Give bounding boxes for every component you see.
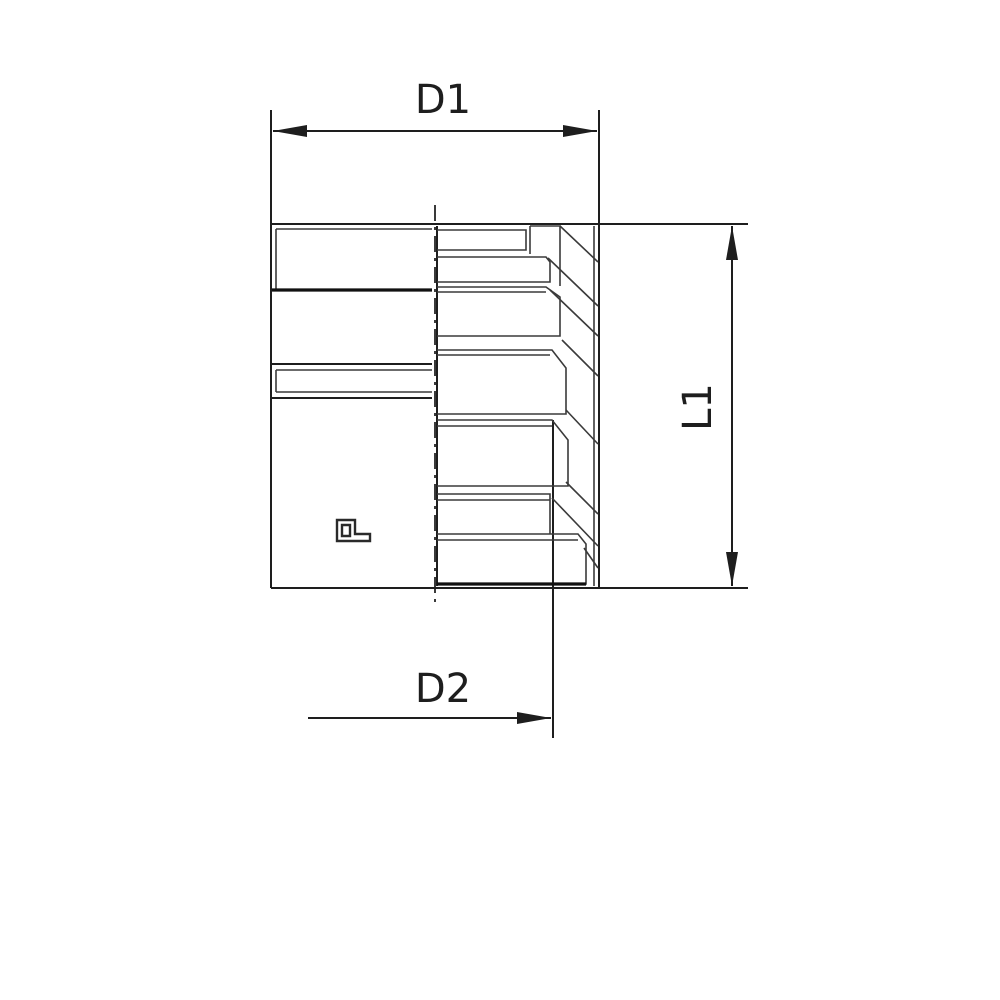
l1-arrow-top [726,226,738,260]
d2-label: D2 [415,666,471,712]
manufacturer-logo [335,518,372,543]
tooth-1 [437,229,527,251]
d1-arrow-right [563,125,597,137]
l1-arrow-bottom [726,552,738,586]
d1-label: D1 [415,77,471,123]
exterior-view [271,228,432,543]
dimension-l1: L1 [599,223,748,589]
hatch-line [565,409,599,445]
hatch-line [549,289,599,337]
section-hatching [547,225,599,569]
bottom-lip [437,533,587,585]
hatch-line [565,481,599,515]
tooth-3 [437,286,561,337]
tooth-4 [437,349,567,415]
shell-top-inner [530,225,561,286]
hatch-line [551,497,599,547]
dimension-d1: D1 [270,77,600,225]
hatch-line [559,225,599,263]
hatch-line [547,257,599,307]
d1-arrow-left [273,125,307,137]
dimension-d2: D2 [308,420,554,738]
section-view [436,225,599,586]
hatch-line [583,547,599,569]
l1-label: L1 [675,383,721,431]
tooth-5 [437,419,569,487]
tooth-6 [437,493,551,534]
d2-arrow [517,712,551,724]
tooth-2 [437,256,551,283]
hatch-line [561,339,599,377]
ferrule-body [270,223,600,589]
